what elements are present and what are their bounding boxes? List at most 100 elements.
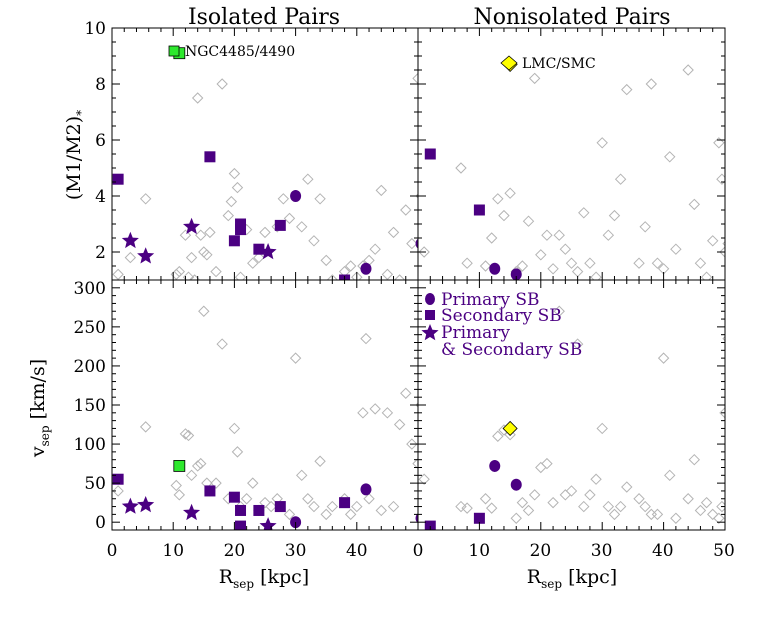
grey-diamond-point bbox=[296, 469, 308, 482]
panel-isolated-ratio bbox=[111, 27, 419, 281]
grey-diamond-point bbox=[326, 274, 339, 280]
annotation-lmc-label: LMC/SMC bbox=[522, 56, 596, 72]
grey-diamond-point bbox=[510, 512, 522, 524]
grey-diamond-point bbox=[713, 137, 725, 149]
grey-diamond-point bbox=[222, 209, 234, 222]
grey-diamond-point bbox=[265, 500, 277, 513]
grey-diamond-point bbox=[498, 209, 510, 222]
grey-diamond-point bbox=[173, 489, 186, 501]
grey-diamond-point bbox=[406, 438, 418, 450]
grey-diamond-point bbox=[216, 338, 228, 350]
x-tick-label-left: 10 bbox=[162, 541, 184, 561]
grey-diamond-point bbox=[688, 453, 701, 466]
annotation-ngc: NGC4485/4490 bbox=[168, 44, 295, 60]
grey-diamond-point bbox=[602, 229, 615, 241]
grey-diamond-point bbox=[578, 500, 590, 513]
grey-diamond-point bbox=[228, 167, 241, 180]
grey-diamond-point bbox=[716, 500, 725, 513]
grey-diamond-point bbox=[412, 457, 418, 470]
grey-diamond-point bbox=[547, 496, 559, 509]
x-tick-label-right: 10 bbox=[468, 541, 490, 561]
grey-diamond-point bbox=[596, 422, 608, 435]
grey-diamond-point bbox=[302, 173, 314, 185]
grey-diamond-point bbox=[283, 212, 296, 225]
title-isolated: Isolated Pairs bbox=[188, 5, 340, 30]
grey-diamond-point bbox=[320, 254, 332, 267]
grey-diamond-point bbox=[412, 72, 418, 85]
y-tick-label-top: 6 bbox=[95, 131, 106, 151]
panel-frame bbox=[111, 27, 419, 281]
secondary-sb-point bbox=[228, 235, 240, 247]
both-sb-point bbox=[137, 496, 155, 513]
y-tick-label-top: 8 bbox=[95, 75, 106, 95]
grey-diamond-point bbox=[455, 162, 467, 174]
grey-diamond-point bbox=[418, 473, 430, 485]
secondary-sb-point bbox=[274, 219, 286, 231]
marks-isolated-velocity bbox=[112, 305, 418, 530]
grey-diamond-point bbox=[559, 489, 572, 501]
xlabel-nonisolated: Rsep [kpc] bbox=[527, 566, 617, 591]
marks-nonisolated-ratio bbox=[418, 56, 725, 280]
both-sb-point bbox=[183, 217, 201, 235]
grey-diamond-point bbox=[651, 257, 664, 269]
primary-sb-point bbox=[360, 262, 372, 275]
grey-diamond-point bbox=[112, 268, 124, 280]
grey-diamond-point bbox=[596, 137, 608, 149]
x-tick-label-left: 0 bbox=[107, 541, 118, 561]
both-sb-point bbox=[137, 247, 155, 264]
grey-diamond-point bbox=[182, 271, 195, 280]
panel-nonisolated-ratio bbox=[417, 27, 726, 281]
grey-diamond-point bbox=[228, 422, 241, 435]
grey-diamond-point bbox=[400, 204, 412, 216]
grey-diamond-point bbox=[240, 493, 253, 505]
grey-diamond-point bbox=[225, 195, 238, 208]
grey-diamond-point bbox=[179, 229, 192, 241]
grey-diamond-point bbox=[191, 92, 204, 104]
grey-diamond-point bbox=[571, 338, 584, 350]
secondary-sb-point bbox=[235, 520, 247, 530]
grey-diamond-point bbox=[670, 512, 682, 524]
grey-diamond-point bbox=[639, 500, 651, 513]
grey-diamond-point bbox=[283, 508, 296, 521]
grey-diamond-point bbox=[139, 421, 152, 433]
title-nonisolated: Nonisolated Pairs bbox=[473, 5, 670, 30]
grey-diamond-point bbox=[621, 83, 633, 96]
grey-diamond-point bbox=[614, 173, 627, 185]
grey-diamond-point bbox=[381, 407, 394, 419]
grey-diamond-point bbox=[308, 235, 320, 247]
grey-diamond-point bbox=[608, 209, 621, 222]
grey-diamond-point bbox=[302, 493, 314, 505]
grey-diamond-point bbox=[492, 430, 504, 442]
both-sb-point bbox=[259, 243, 277, 260]
grey-diamond-point bbox=[694, 257, 707, 269]
grey-diamond-point bbox=[565, 257, 578, 269]
grey-diamond-point bbox=[528, 489, 541, 501]
grey-diamond-point bbox=[139, 193, 152, 205]
grey-diamond-point bbox=[485, 232, 498, 244]
secondary-sb-point bbox=[274, 501, 286, 513]
legend-star-icon bbox=[421, 324, 439, 341]
xlabel-isolated: Rsep [kpc] bbox=[219, 566, 309, 591]
grey-diamond-point bbox=[461, 502, 473, 514]
panel-frame bbox=[111, 279, 419, 531]
grey-diamond-point bbox=[360, 332, 372, 345]
grey-diamond-point bbox=[375, 184, 387, 197]
grey-diamond-point bbox=[204, 226, 216, 239]
grey-diamond-point bbox=[700, 496, 713, 509]
y-tick-label-bottom: 100 bbox=[74, 435, 106, 455]
grey-diamond-point bbox=[393, 418, 406, 431]
grey-diamond-point bbox=[357, 407, 369, 419]
panel-nonisolated-velocity bbox=[417, 279, 726, 531]
grey-diamond-point bbox=[522, 215, 535, 227]
grey-diamond-point bbox=[387, 500, 400, 513]
grey-diamond-point bbox=[393, 274, 406, 280]
grey-diamond-point bbox=[112, 485, 124, 497]
annotation-ngc-marker bbox=[168, 45, 180, 57]
x-tick-label-right: 20 bbox=[530, 541, 552, 561]
grey-diamond-point bbox=[185, 469, 198, 482]
grey-diamond-point bbox=[231, 446, 244, 458]
grey-diamond-point bbox=[289, 352, 302, 364]
grey-diamond-point bbox=[707, 235, 719, 247]
grey-diamond-point bbox=[326, 500, 339, 513]
grey-diamond-point bbox=[541, 457, 553, 470]
